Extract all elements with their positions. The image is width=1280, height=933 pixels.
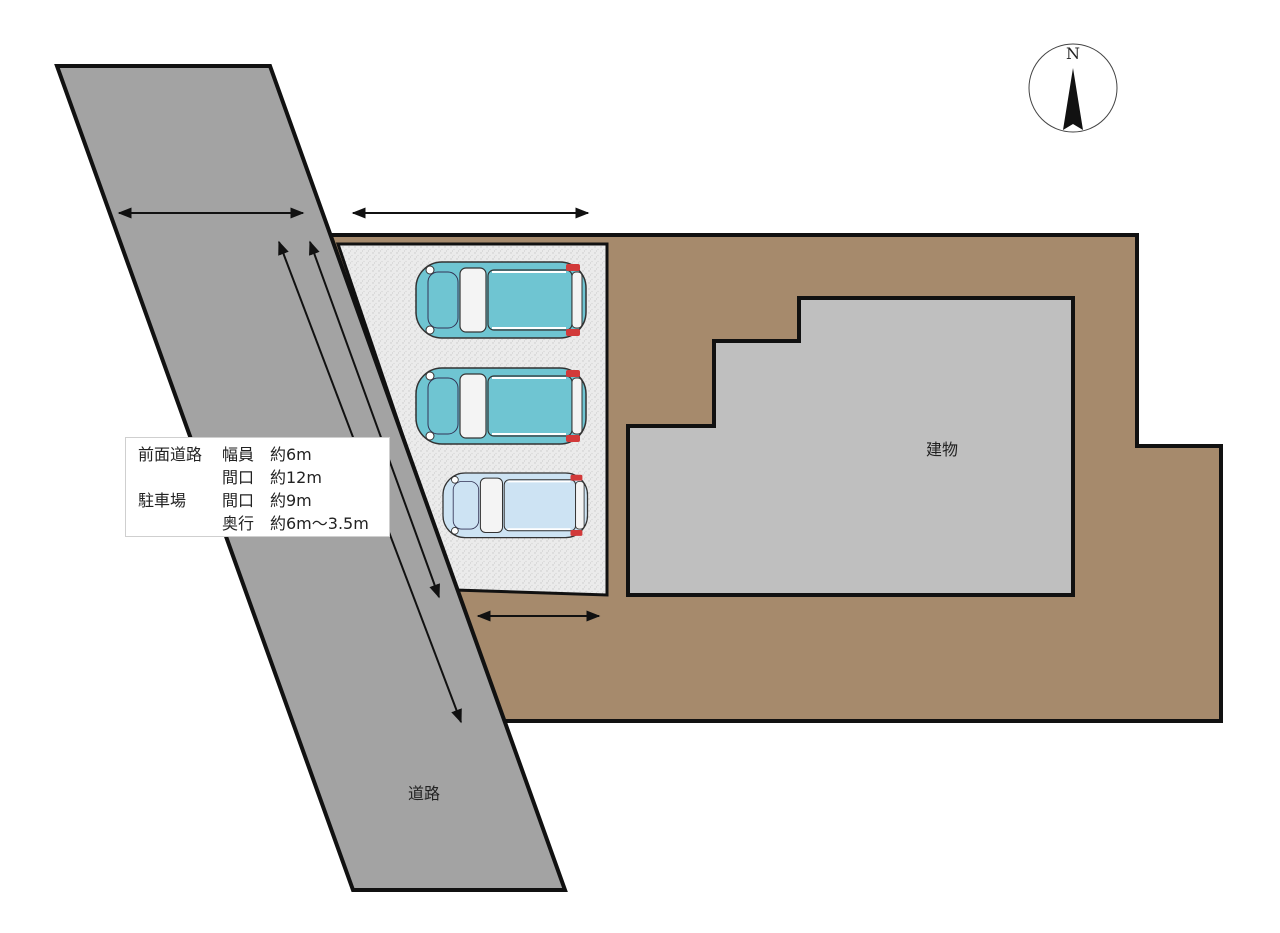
legend-item: 奥行 [222,514,255,533]
compass-north-label: N [1066,44,1080,63]
legend-item: 間口 [222,491,255,510]
car-2 [415,367,587,445]
car-1 [415,261,587,339]
legend-value: 約6m〜3.5m [270,514,369,533]
parking-frontage-arrow [309,240,440,599]
compass-icon [1028,43,1118,133]
legend-row: 前面道路 幅員 約6m [138,443,389,466]
legend-value: 約12m [270,468,322,487]
legend-row: 駐車場 間口 約9m [138,489,389,512]
legend-item: 間口 [222,468,255,487]
legend-category: 前面道路 [138,445,203,464]
legend-item: 幅員 [222,445,255,464]
road-label: 道路 [408,784,441,803]
legend-value: 約9m [270,491,312,510]
legend-category [138,466,222,489]
building-label: 建物 [926,440,959,459]
legend-category: 駐車場 [138,491,187,510]
car-3 [442,472,589,539]
legend-category [138,512,222,535]
legend-box: 前面道路 幅員 約6m 間口 約12m 駐車場 間口 約9m 奥行 約6m〜3.… [125,437,390,537]
legend-row: 間口 約12m [138,466,389,489]
legend-value: 約6m [270,445,312,464]
legend-row: 奥行 約6m〜3.5m [138,512,389,535]
building [626,296,1075,597]
